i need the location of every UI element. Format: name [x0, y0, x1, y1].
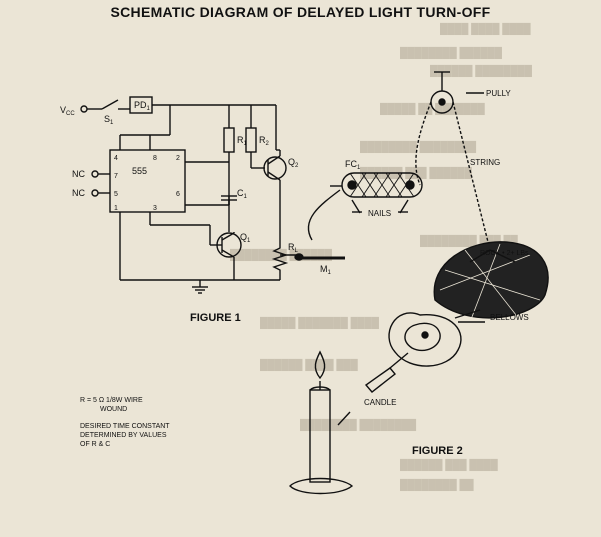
candle-label: CANDLE [364, 398, 396, 407]
vcc-label: VCC [60, 105, 75, 117]
pin-2: 2 [176, 155, 180, 162]
figure1-caption: FIGURE 1 [190, 312, 241, 324]
note-rl-wound: WOUND [100, 406, 127, 413]
pin-6: 6 [176, 191, 180, 198]
pin-5: 5 [114, 191, 118, 198]
note-time-3: OF R & C [80, 441, 110, 448]
note-rl: R = 5 Ω 1/8W WIRE [80, 397, 143, 404]
ic-555 [109, 149, 186, 213]
pin-4: 4 [114, 155, 118, 162]
pin-8: 8 [153, 155, 157, 162]
fc1-label: FC1 [345, 159, 361, 171]
pd1-label: PD1 [134, 100, 151, 112]
q1-label: Q1 [240, 232, 251, 244]
c1-label: C1 [237, 188, 248, 200]
r2-label: R2 [259, 135, 270, 147]
rock-label: ROCK • 2+ LBs. [480, 250, 531, 257]
transistor-q2 [263, 156, 287, 180]
nc-bottom-label: NC [72, 188, 85, 198]
bellows [388, 312, 462, 367]
fuse-cord-fc1 [341, 172, 423, 198]
pin-7: 7 [114, 173, 118, 180]
note-time-2: DETERMINED BY VALUES [80, 432, 167, 439]
resistor-r1 [223, 127, 235, 153]
ic-555-label: 555 [132, 166, 147, 176]
string [452, 101, 491, 251]
resistor-rl [271, 240, 289, 280]
note-time-1: DESIRED TIME CONSTANT [80, 423, 170, 430]
bellows-label: BELLOWS [490, 313, 529, 322]
nails-label: NAILS [368, 209, 391, 218]
nc-top-label: NC [72, 169, 85, 179]
m1-label: M1 [320, 264, 332, 276]
vcc-terminal [80, 105, 88, 113]
switch-s1 [101, 99, 119, 110]
page-title: SCHEMATIC DIAGRAM OF DELAYED LIGHT TURN-… [110, 4, 491, 20]
q2-label: Q2 [288, 157, 299, 169]
rock [433, 241, 549, 319]
rl-label: RL [288, 242, 299, 254]
candle [309, 389, 331, 483]
figure2-caption: FIGURE 2 [412, 445, 463, 457]
pin-1: 1 [114, 205, 118, 212]
s1-label: S1 [104, 114, 114, 126]
pully-label: PULLY [486, 89, 511, 98]
r1-label: R1 [237, 135, 248, 147]
resistor-r2 [245, 127, 257, 153]
pin-3: 3 [153, 205, 157, 212]
string-label: STRING [470, 158, 500, 167]
